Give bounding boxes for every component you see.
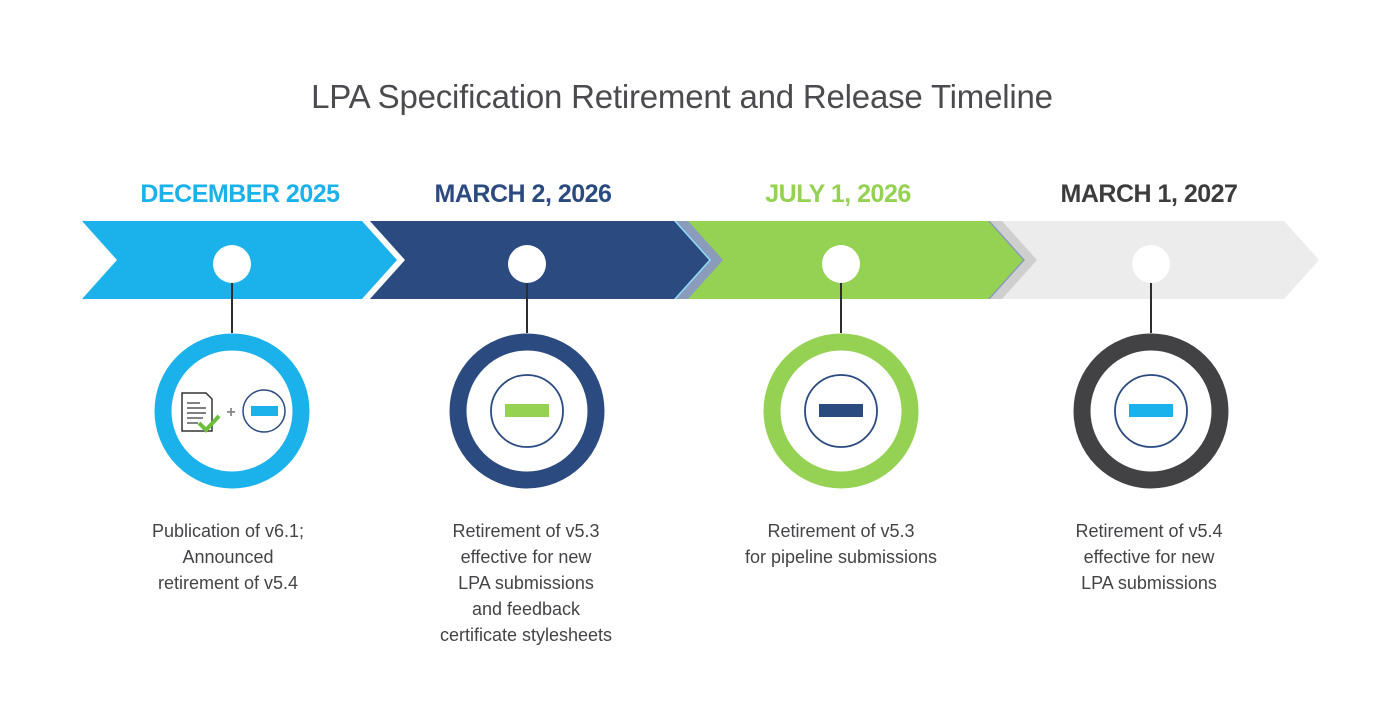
milestone-1: + (154, 245, 310, 489)
milestone-2 (449, 245, 605, 489)
milestone-date-4: MARCH 1, 2027 (1060, 180, 1238, 208)
minus-icon (1114, 374, 1188, 448)
description-line: Publication of v6.1; (151, 521, 305, 541)
icon-ring (154, 333, 310, 489)
description-line: effective for new (1083, 547, 1215, 567)
description-line: and feedback (471, 599, 581, 619)
milestone-description-1: Publication of v6.1; Announced retiremen… (88, 518, 368, 596)
description-line: Retirement of v5.4 (1075, 521, 1223, 541)
description-line: LPA submissions (1081, 573, 1217, 593)
description-line: Retirement of v5.3 (767, 521, 915, 541)
description-line: certificate stylesheets (439, 625, 613, 645)
milestone-description-4: Retirement of v5.4 effective for new LPA… (1009, 518, 1289, 596)
milestone-date-3: JULY 1, 2026 (765, 180, 911, 208)
band-dot (822, 245, 860, 283)
document-check-icon (181, 392, 221, 433)
milestone-3 (763, 245, 919, 489)
milestone-4 (1073, 245, 1229, 489)
band-dot (1132, 245, 1170, 283)
description-line: effective for new (460, 547, 592, 567)
description-line: retirement of v5.4 (157, 573, 299, 593)
description-line: Retirement of v5.3 (452, 521, 600, 541)
minus-icon (804, 374, 878, 448)
description-line: for pipeline submissions (744, 547, 938, 567)
milestone-date-1: DECEMBER 2025 (140, 180, 340, 208)
description-line: Announced (182, 547, 274, 567)
milestone-description-2: Retirement of v5.3 effective for new LPA… (386, 518, 666, 648)
milestone-description-3: Retirement of v5.3 for pipeline submissi… (701, 518, 981, 570)
minus-icon (242, 389, 286, 433)
milestone-date-2: MARCH 2, 2026 (434, 180, 612, 208)
band-dot (508, 245, 546, 283)
description-line: LPA submissions (458, 573, 594, 593)
minus-icon (490, 374, 564, 448)
plus-icon: + (226, 404, 235, 421)
band-dot (213, 245, 251, 283)
page-title: LPA Specification Retirement and Release… (311, 78, 1053, 115)
